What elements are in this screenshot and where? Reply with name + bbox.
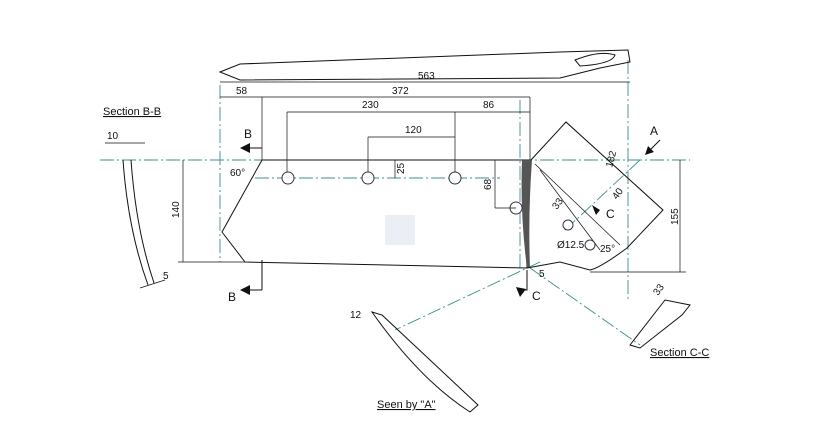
section-c-bottom: C xyxy=(532,289,541,303)
dim-120: 120 xyxy=(405,125,422,136)
dim-182: 182 xyxy=(604,149,619,168)
dim-86: 86 xyxy=(483,100,495,111)
view-a-label: A xyxy=(650,124,658,138)
right-blade xyxy=(526,121,664,271)
dim-5-right: 5 xyxy=(539,269,545,280)
dim-12: 12 xyxy=(350,310,362,321)
dim-10: 10 xyxy=(107,131,119,142)
seen-by-a-label: Seen by "A" xyxy=(377,399,436,411)
watermark-logo xyxy=(385,215,415,245)
mounting-hole xyxy=(361,171,375,185)
mounting-hole xyxy=(562,219,574,231)
dim-563: 563 xyxy=(418,71,435,82)
dim-25: 25 xyxy=(396,162,407,174)
hatched-edge xyxy=(521,160,532,268)
blade-top-view xyxy=(218,49,631,81)
dim-33: 33 xyxy=(550,196,566,212)
dim-5-left: 5 xyxy=(163,271,169,282)
mounting-hole xyxy=(584,239,596,251)
angle-60: 60° xyxy=(230,168,245,179)
angle-25: 25° xyxy=(600,244,615,255)
section-bb-label: Section B-B xyxy=(103,106,161,118)
dim-33-section: 33 xyxy=(651,282,667,298)
dim-68: 68 xyxy=(483,178,494,190)
mounting-hole xyxy=(281,171,295,185)
hole-diameter: Ø12.5 xyxy=(557,240,585,251)
center-lines xyxy=(100,60,690,346)
dim-230: 230 xyxy=(362,100,379,111)
section-cc-profile xyxy=(629,299,691,349)
section-bb-profile xyxy=(122,159,155,286)
section-b-top: B xyxy=(244,127,252,141)
share-body xyxy=(221,159,531,269)
dim-140: 140 xyxy=(171,201,182,218)
slot xyxy=(574,52,616,67)
section-cc-label: Section C-C xyxy=(650,347,709,359)
seen-by-a-profile xyxy=(370,311,479,413)
section-b-bottom: B xyxy=(228,290,236,304)
dim-40: 40 xyxy=(610,186,626,202)
dim-155: 155 xyxy=(670,208,681,225)
dim-58: 58 xyxy=(236,86,248,97)
section-c-top: C xyxy=(606,207,615,221)
dim-372: 372 xyxy=(392,86,409,97)
dimension-lines xyxy=(178,81,686,273)
mounting-hole xyxy=(448,171,462,185)
